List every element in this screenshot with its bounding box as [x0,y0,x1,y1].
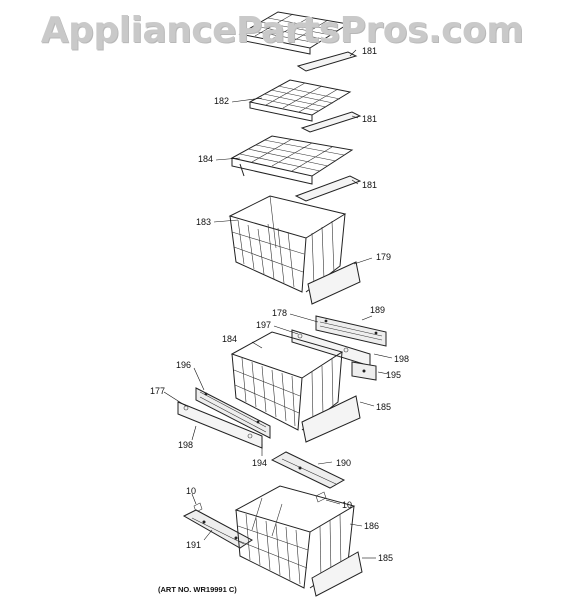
wire-shelf-third [230,135,354,185]
callout-198-left: 198 [178,440,193,450]
callout-191: 191 [186,540,201,550]
art-number: (ART NO. WR19991 C) [158,585,237,594]
callout-labels: 181 182 181 184 181 183 179 178 189 197 … [150,46,409,594]
callout-178: 178 [272,308,287,318]
callout-182: 182 [214,96,229,106]
callout-198-right: 198 [394,354,409,364]
callout-181-top: 181 [362,46,377,56]
callout-181-third: 181 [362,180,377,190]
slide-rail-lower-left [182,509,253,549]
slide-rail-lower [270,451,346,489]
callout-184-basket: 184 [222,334,237,344]
wire-basket-middle [230,331,344,431]
basket-front-panel-bottom [311,551,363,597]
callout-183: 183 [196,217,211,227]
shelf-front-trim-top [296,51,358,72]
callout-195: 195 [386,370,401,380]
shelf-front-trim-second [300,111,362,133]
slide-rail-left [195,387,271,439]
callout-10-left: 10 [186,486,196,496]
callout-189: 189 [370,305,385,315]
slide-rail-right [315,315,387,347]
callout-196: 196 [176,360,191,370]
callout-181-second: 181 [362,114,377,124]
callout-185-bottom: 185 [378,553,393,563]
callout-185-middle: 185 [376,402,391,412]
leader-lines [163,49,393,559]
callout-177: 177 [150,386,165,396]
callout-10-right: 10 [342,500,352,510]
callout-190: 190 [336,458,351,468]
callout-197: 197 [256,320,271,330]
basket-front-panel-middle [301,395,361,443]
rail-bracket-right [351,361,377,381]
callout-186: 186 [364,521,379,531]
callout-194: 194 [252,458,267,468]
basket-front-panel-upper [307,261,361,305]
callout-184-shelf: 184 [198,154,213,164]
wire-shelf-second [248,79,352,122]
shelf-front-trim-third [294,175,362,202]
callout-179: 179 [376,252,391,262]
wire-shelf-top [238,11,350,55]
